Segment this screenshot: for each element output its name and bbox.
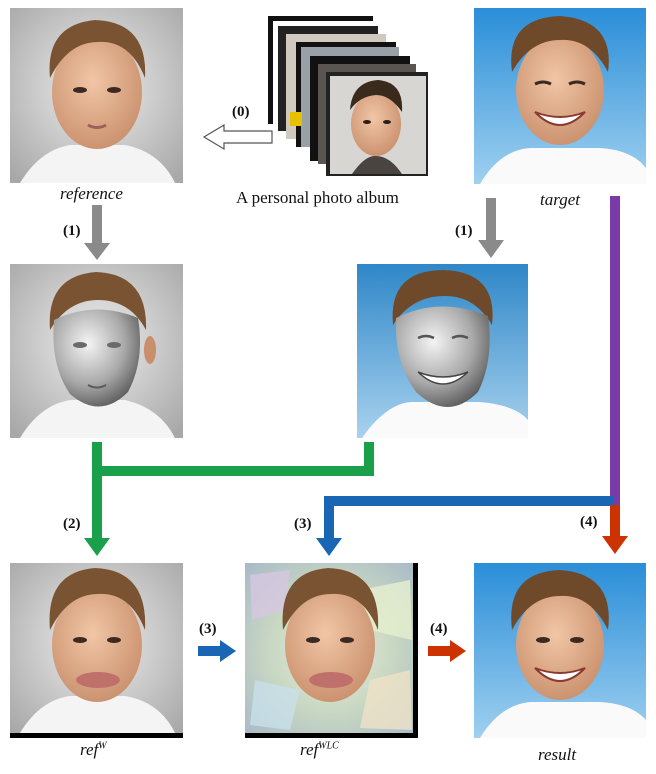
step3-label-mid: (3) bbox=[199, 621, 217, 637]
step4-label-mid: (4) bbox=[430, 621, 448, 637]
target-purple-line bbox=[610, 196, 620, 505]
ref-wlc-photo bbox=[245, 563, 418, 738]
ref-wlc-sup: WLC bbox=[318, 740, 339, 752]
step4-label-top: (4) bbox=[580, 514, 598, 530]
step1-label-left: (1) bbox=[63, 223, 81, 239]
step0-label: (0) bbox=[232, 104, 250, 120]
photo-album-stack bbox=[268, 16, 428, 176]
target-mesh-photo bbox=[357, 264, 528, 438]
ref-wlc-base: ref bbox=[300, 740, 319, 759]
result-photo bbox=[474, 563, 646, 738]
reference-mesh-photo bbox=[10, 264, 183, 438]
step3-label-top: (3) bbox=[294, 516, 312, 532]
target-label: target bbox=[540, 190, 580, 209]
reference-photo bbox=[10, 8, 183, 183]
ref-wlc-label: refWLC bbox=[300, 740, 339, 760]
step4-arrow-right bbox=[428, 640, 466, 662]
step1-arrow-right bbox=[478, 198, 504, 258]
step0-arrow bbox=[202, 123, 273, 151]
step3-arrow-right bbox=[198, 640, 236, 662]
step3-connector bbox=[316, 496, 614, 556]
step2-label: (2) bbox=[63, 516, 81, 532]
ref-w-photo bbox=[10, 563, 183, 738]
reference-label: reference bbox=[60, 184, 123, 203]
step1-arrow-left bbox=[84, 205, 110, 260]
target-photo bbox=[474, 8, 646, 184]
step1-label-right: (1) bbox=[455, 223, 473, 239]
step4-arrow-down bbox=[602, 505, 628, 554]
result-label: result bbox=[538, 745, 577, 764]
ref-w-sup: W bbox=[98, 740, 107, 752]
ref-w-base: ref bbox=[80, 740, 99, 759]
ref-w-label: refW bbox=[80, 740, 107, 760]
album-label: A personal photo album bbox=[236, 188, 399, 207]
step2-connector bbox=[84, 442, 374, 556]
